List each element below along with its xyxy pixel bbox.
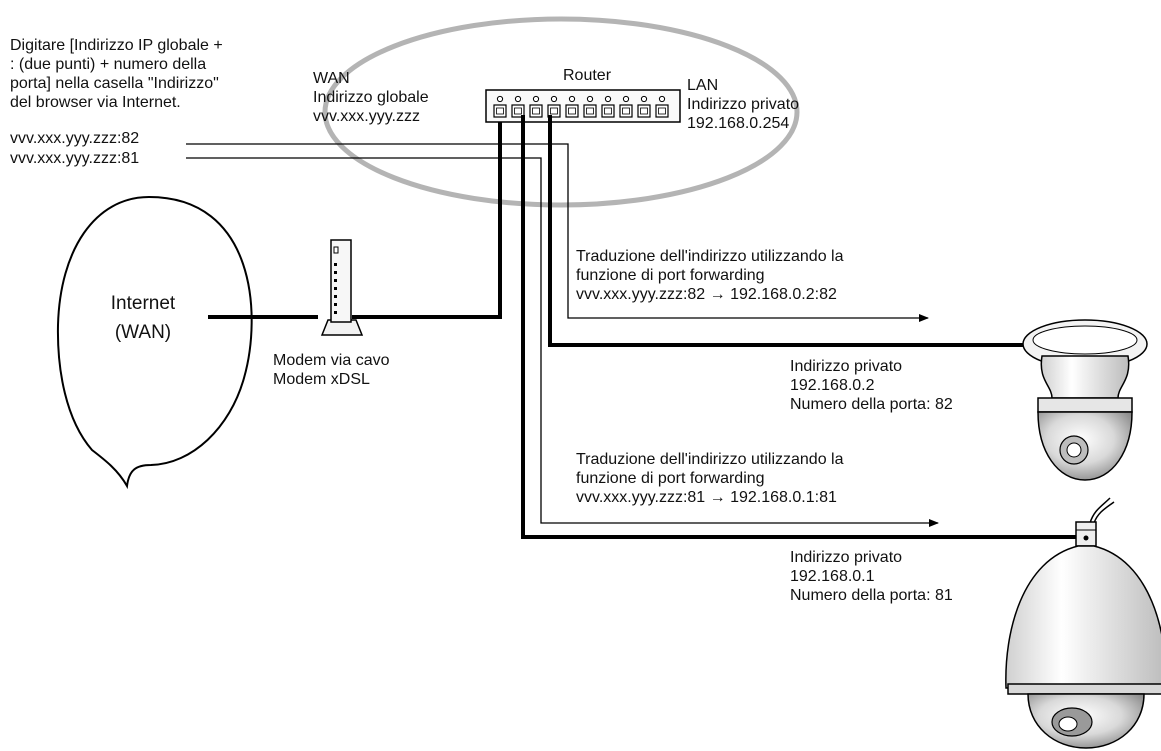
camera-2-line-3: Numero della porta: 82 xyxy=(790,395,953,414)
camera-2-line-2: 192.168.0.2 xyxy=(790,376,953,395)
url-82-label: vvv.xxx.yyy.zzz:82 xyxy=(10,129,139,148)
ceiling-dome-camera-icon xyxy=(1023,320,1147,480)
router-led xyxy=(515,96,520,101)
modem-icon xyxy=(322,240,362,335)
router-port xyxy=(494,105,506,117)
router-port xyxy=(566,105,578,117)
router-port xyxy=(602,105,614,117)
camera-1-line-1: Indirizzo privato xyxy=(790,548,953,567)
forward-81-line-1: Traduzione dell'indirizzo utilizzando la xyxy=(576,450,844,469)
instructions-line-2: : (due punti) + numero della xyxy=(10,55,223,74)
lan-label: LAN Indirizzo privato 192.168.0.254 xyxy=(687,76,799,133)
camera-1-line-2: 192.168.0.1 xyxy=(790,567,953,586)
lan-cable-camera-2 xyxy=(550,115,1026,345)
router-led xyxy=(659,96,664,101)
router-led xyxy=(533,96,538,101)
modem-label: Modem via cavo Modem xDSL xyxy=(273,351,390,389)
router-led xyxy=(587,96,592,101)
router-port xyxy=(638,105,650,117)
wan-title: WAN xyxy=(313,69,429,88)
modem-router-cable xyxy=(352,115,500,317)
wan-subtitle: Indirizzo globale xyxy=(313,88,429,107)
forward-82-line-1: Traduzione dell'indirizzo utilizzando la xyxy=(576,247,844,266)
lan-title: LAN xyxy=(687,76,799,95)
router-led xyxy=(569,96,574,101)
wan-label: WAN Indirizzo globale vvv.xxx.yyy.zzz xyxy=(313,69,429,126)
instructions-line-1: Digitare [Indirizzo IP globale + xyxy=(10,36,223,55)
router-port xyxy=(584,105,596,117)
camera-2-label: Indirizzo privato 192.168.0.2 Numero del… xyxy=(790,357,953,414)
forward-81-line-3: vvv.xxx.yyy.zzz:81 → 192.168.0.1:81 xyxy=(576,488,844,507)
forward-82-line-3: vvv.xxx.yyy.zzz:82 → 192.168.0.2:82 xyxy=(576,285,844,304)
router-port xyxy=(530,105,542,117)
router-led xyxy=(497,96,502,101)
internet-line-2: (WAN) xyxy=(88,318,198,347)
modem-line-1: Modem via cavo xyxy=(273,351,390,370)
router-led xyxy=(551,96,556,101)
modem-line-2: Modem xDSL xyxy=(273,370,390,389)
router-port xyxy=(620,105,632,117)
forward-81-label: Traduzione dell'indirizzo utilizzando la… xyxy=(576,450,844,507)
camera-1-label: Indirizzo privato 192.168.0.1 Numero del… xyxy=(790,548,953,605)
forward-81-line-2: funzione di port forwarding xyxy=(576,469,844,488)
router-led xyxy=(605,96,610,101)
forward-82-label: Traduzione dell'indirizzo utilizzando la… xyxy=(576,247,844,304)
url-81-label: vvv.xxx.yyy.zzz:81 xyxy=(10,149,139,168)
camera-1-line-3: Numero della porta: 81 xyxy=(790,586,953,605)
instructions-line-4: del browser via Internet. xyxy=(10,93,223,112)
forward-82-line-2: funzione di port forwarding xyxy=(576,266,844,285)
internet-line-1: Internet xyxy=(88,289,198,318)
router-label: Router xyxy=(563,66,611,85)
lan-subtitle: Indirizzo privato xyxy=(687,95,799,114)
instructions-text: Digitare [Indirizzo IP globale + : (due … xyxy=(10,36,223,112)
lan-address: 192.168.0.254 xyxy=(687,114,799,133)
camera-2-line-1: Indirizzo privato xyxy=(790,357,953,376)
instructions-line-3: porta] nella casella "Indirizzo" xyxy=(10,74,223,93)
internet-label: Internet (WAN) xyxy=(88,289,198,347)
router-led xyxy=(623,96,628,101)
router-port xyxy=(656,105,668,117)
router-led xyxy=(641,96,646,101)
wan-address: vvv.xxx.yyy.zzz xyxy=(313,107,429,126)
